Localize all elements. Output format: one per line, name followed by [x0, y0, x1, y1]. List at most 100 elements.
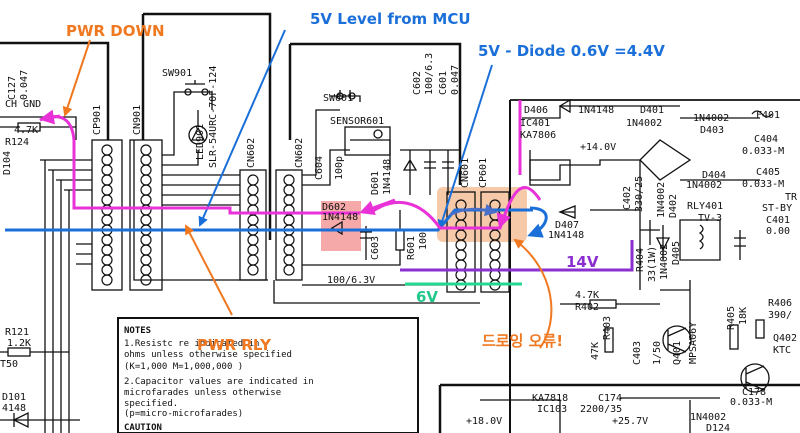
- cn601-pin: [455, 249, 467, 261]
- cn602a-pin: [247, 174, 259, 186]
- label-c174-val: 2200/35: [580, 404, 622, 415]
- label-led-part: SLR-54URC-70F-124: [208, 66, 219, 168]
- blue-arrow-diode: [437, 64, 493, 230]
- notes-line2: ohms unless otherwise specified: [124, 350, 292, 360]
- annotation-diode-drop: 5V - Diode 0.6V =4.4V: [478, 42, 665, 60]
- label-ch-gnd: CH GND: [5, 99, 41, 110]
- cn901-pin: [140, 264, 152, 276]
- notes-title: NOTES: [124, 326, 151, 336]
- cp901-pin: [101, 164, 113, 176]
- label-d402-part: 1N4002: [656, 182, 667, 218]
- annotation-14v: 14V: [566, 253, 599, 271]
- label-c602: C602: [412, 71, 423, 95]
- cn901-pin: [140, 234, 152, 246]
- label-c-100-63v: 100/6.3V: [327, 275, 375, 286]
- cn602a-pin: [247, 214, 259, 226]
- cn602a-pin: [247, 184, 259, 196]
- label-q401-part: MPSA06Y: [688, 322, 699, 364]
- cp901-pin: [101, 214, 113, 226]
- label-r601: R601: [406, 236, 417, 260]
- cn602b-pin: [283, 174, 295, 186]
- cn602b-pin: [283, 184, 295, 196]
- label-led901: LED901: [195, 124, 206, 160]
- annotation-pwr-down: PWR DOWN: [66, 22, 165, 40]
- label-f401: F401: [756, 110, 780, 121]
- cn901-pin: [140, 154, 152, 166]
- label-q402: Q402: [773, 333, 797, 344]
- orange-arrow-pwr-down: [62, 39, 91, 117]
- label-ic103-part: KA7818: [532, 393, 568, 404]
- notes-box: NOTES 1.Resistc re indicated in ohms unl…: [117, 317, 419, 433]
- cn901-pin: [140, 184, 152, 196]
- label-d403-part: 1N4002: [693, 113, 729, 124]
- annotation-pwr-rly: PWR RLY: [197, 336, 272, 354]
- cp901-pin: [101, 274, 113, 286]
- label-c174: C174: [598, 393, 622, 404]
- cp901-pin: [101, 264, 113, 276]
- label-d601: D601: [370, 171, 381, 195]
- orange-arrow-pwr-rly: [185, 224, 233, 316]
- label-d104: D104: [2, 151, 13, 175]
- cp901-pin: [101, 234, 113, 246]
- label-d602-part: 1N4148: [322, 212, 358, 223]
- cn901-pin: [140, 174, 152, 186]
- cn602b-pin: [283, 234, 295, 246]
- annotation-6v: 6V: [416, 288, 438, 306]
- label-c404: C404: [754, 134, 778, 145]
- magenta-arrow-gnd: [39, 109, 61, 125]
- label-d406: D406: [524, 105, 548, 116]
- cn602b-pin: [283, 254, 295, 266]
- cp901-pin: [101, 184, 113, 196]
- notes-line3: (K=1,000 M=1,000,000 ): [124, 362, 243, 372]
- label-q401: Q401: [672, 341, 683, 365]
- annotation-drawing-error: 드로잉 오류!: [482, 332, 563, 350]
- label-sw901: SW901: [162, 68, 192, 79]
- label-ic103: IC103: [537, 404, 567, 415]
- label-d124: D124: [706, 423, 730, 433]
- cn602b-pin: [283, 214, 295, 226]
- label-r124: R124: [5, 137, 29, 148]
- label-cn601: CN601: [460, 158, 471, 188]
- schematic-ink: [0, 12, 800, 433]
- label-c401-val: 0.00: [766, 226, 790, 237]
- d602-highlight: [321, 201, 361, 251]
- label-c601: C601: [438, 71, 449, 95]
- label-d602: D602: [322, 202, 346, 213]
- notes-line5: microfarades unless otherwise: [124, 388, 281, 398]
- label-r404: R404: [635, 248, 646, 272]
- label-c601-val: 0.047: [450, 65, 461, 95]
- label-plus257v: +25.7V: [612, 416, 648, 427]
- label-ic401-part: KA7806: [520, 130, 556, 141]
- cp901-pin: [101, 194, 113, 206]
- label-c127: C127: [7, 76, 18, 100]
- cn901-pin: [140, 244, 152, 256]
- label-d405-part: 1N4002: [659, 244, 670, 280]
- label-c178: C178: [742, 387, 766, 398]
- cn901-pin: [140, 214, 152, 226]
- magenta-arrow-cp601: [496, 212, 511, 229]
- label-d404: D404: [702, 170, 726, 181]
- label-d601-part: 1N4148: [382, 159, 393, 195]
- cp901-pin: [101, 144, 113, 156]
- label-r121: R121: [5, 327, 29, 338]
- component-labels: C127 0.047 CH GND 4.7K R124 D104 CP901 C…: [0, 53, 798, 433]
- label-r601-val: 100: [418, 232, 429, 250]
- cp901-pin: [101, 254, 113, 266]
- label-d401-part: 1N4002: [626, 118, 662, 129]
- label-cp901: CP901: [92, 105, 103, 135]
- cp901-pin: [101, 154, 113, 166]
- purple-14v-line-right: [545, 240, 634, 272]
- label-c402: C402: [622, 186, 633, 210]
- cn901-pin: [140, 144, 152, 156]
- label-sensor601: SENSOR601: [330, 116, 384, 127]
- label-c403: C403: [632, 341, 643, 365]
- notes-line7: (p=micro-microfarades): [124, 409, 243, 419]
- cp901-pin: [101, 244, 113, 256]
- orange-arrow-drawing-error: [513, 238, 553, 349]
- label-r124-val: 4.7K: [14, 125, 38, 136]
- label-r406-val: 390/: [768, 310, 792, 321]
- blue-curve-right: [527, 206, 548, 238]
- label-cn602-a: CN602: [246, 138, 257, 168]
- cp901-pin: [101, 174, 113, 186]
